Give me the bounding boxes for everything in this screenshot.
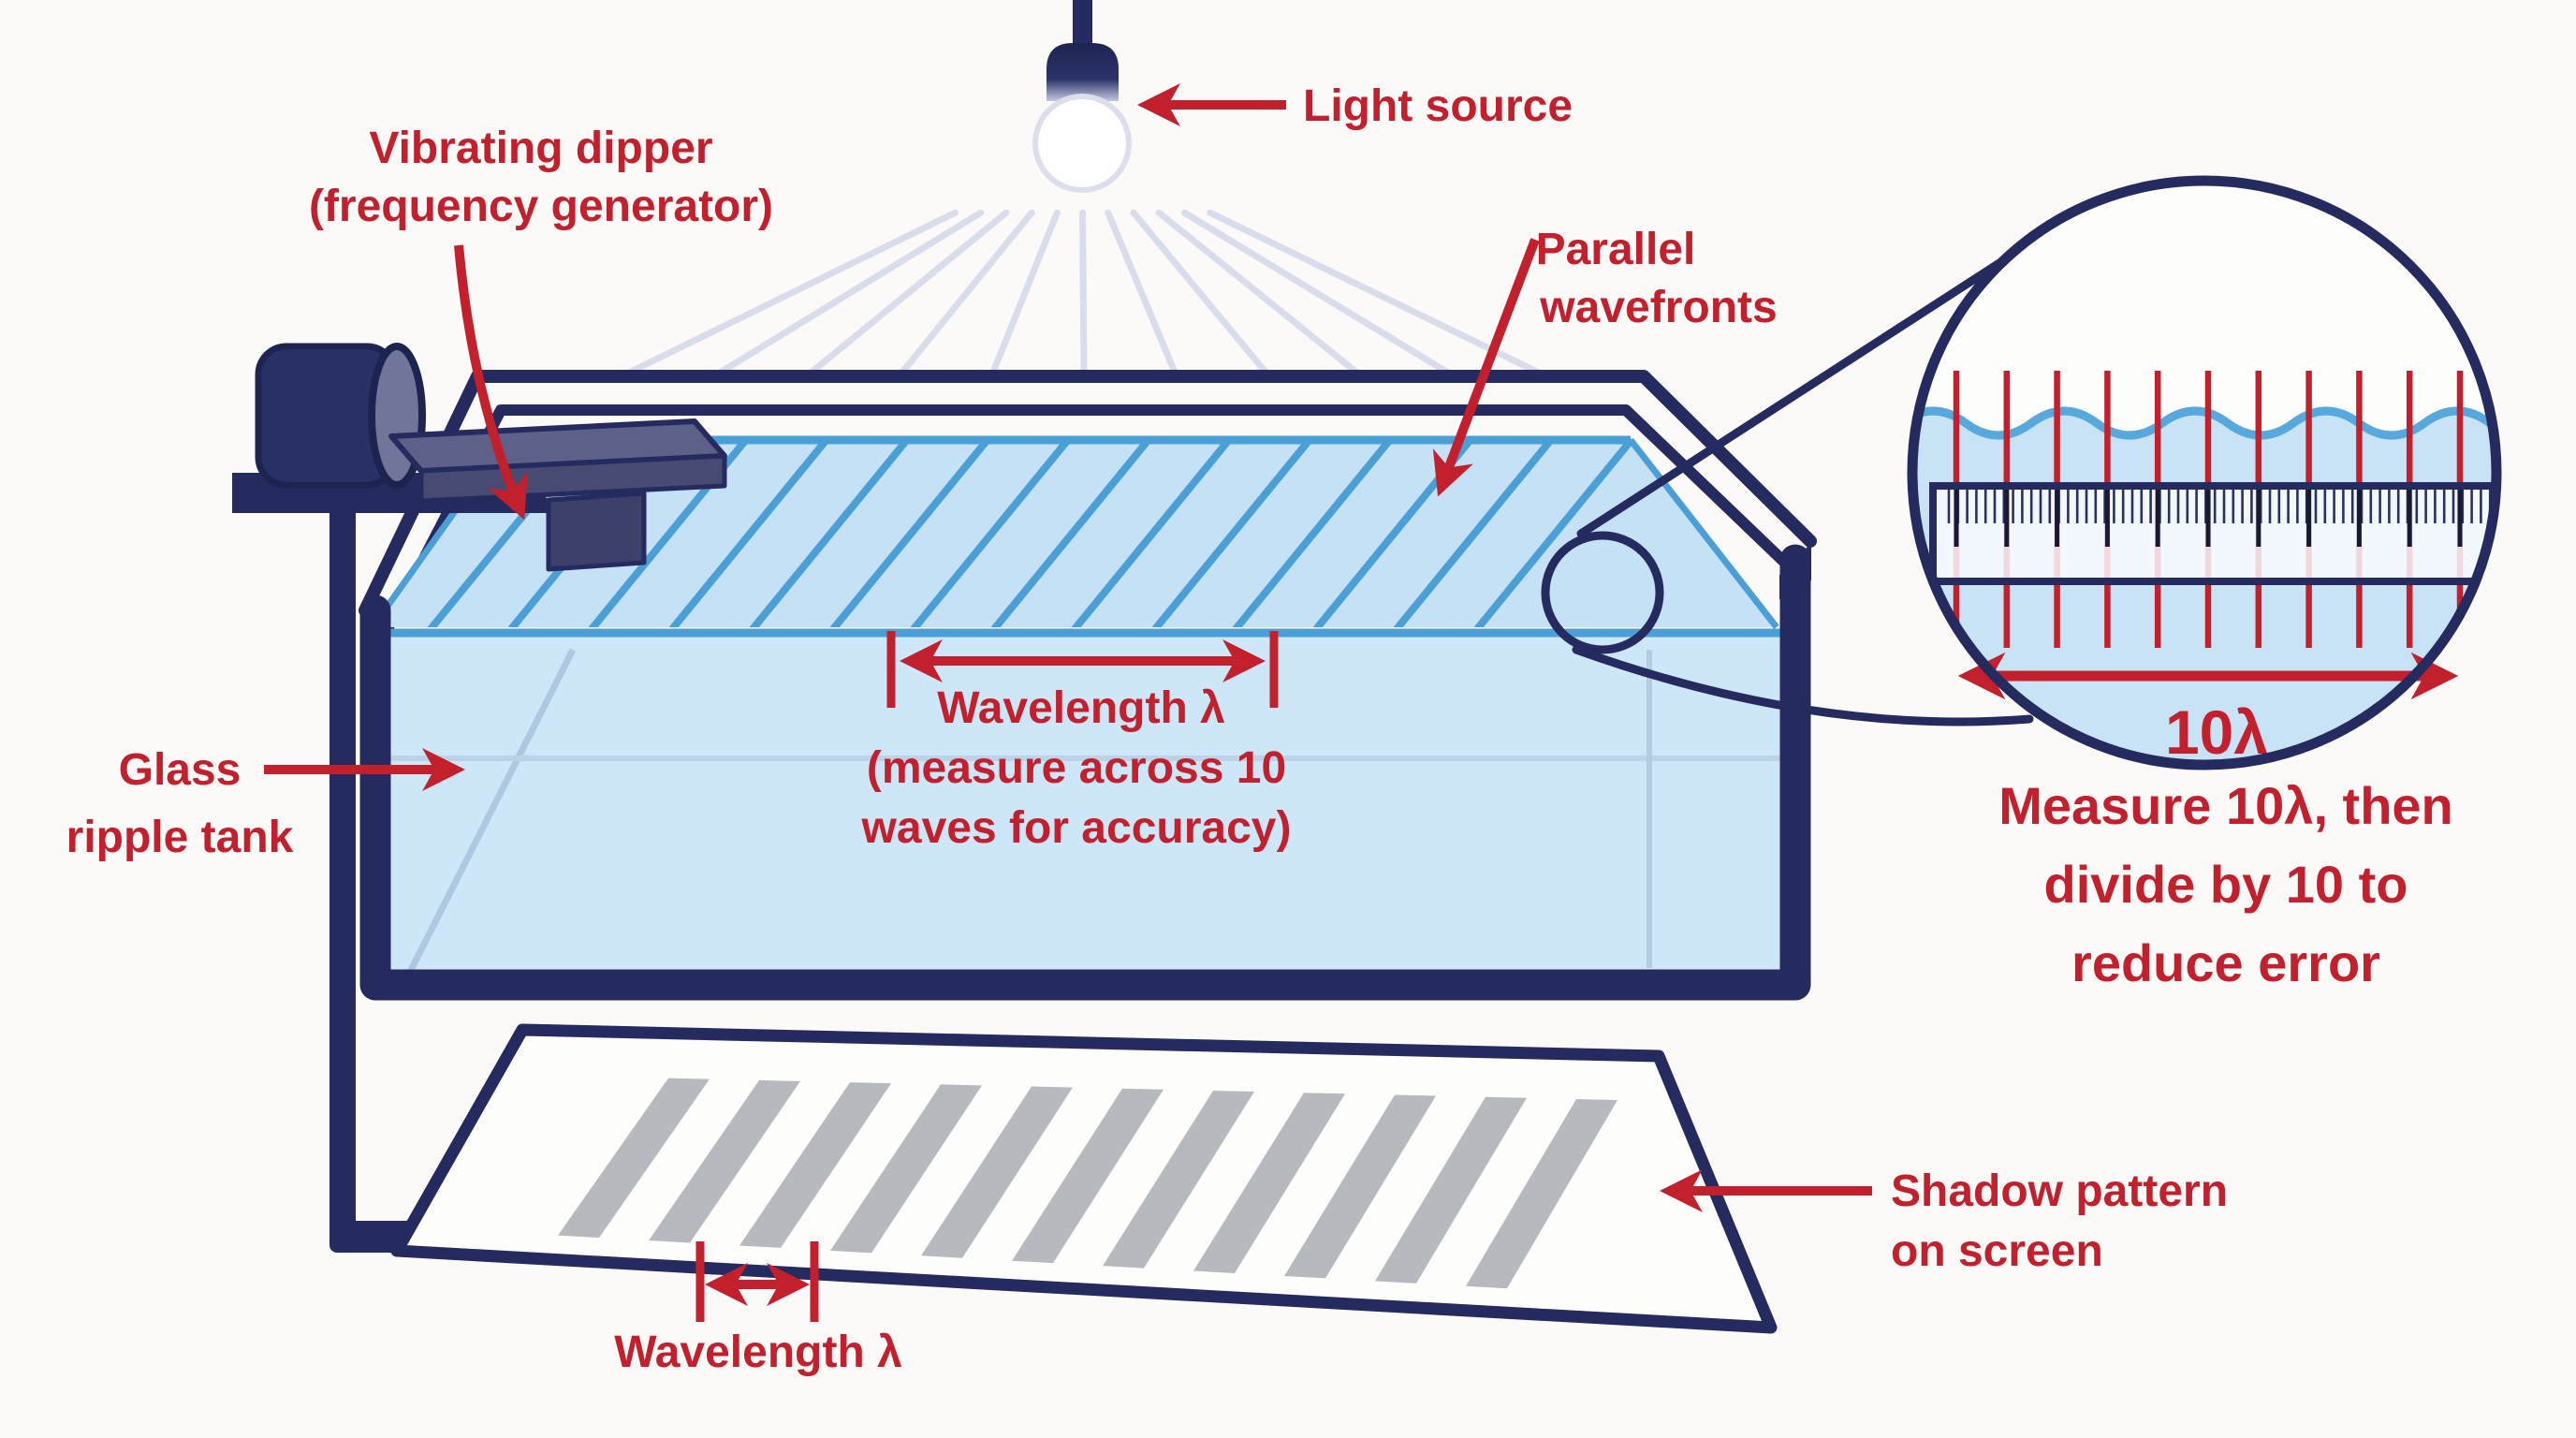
magnifier-link-line-lower: [1572, 645, 2034, 726]
wavefront-line: [1473, 438, 1638, 627]
label-shadow-pattern-1: Shadow pattern: [1891, 1167, 2228, 1216]
ruler-ticks: [1947, 490, 2492, 547]
magnifier-water-surface: [1912, 406, 2496, 440]
magnifier-link-line-upper: [1576, 246, 2023, 538]
label-magnifier-note-3: reduce error: [2071, 933, 2380, 992]
light-ray: [1155, 209, 1361, 376]
wavefront-line: [1232, 438, 1397, 627]
label-arrows: [264, 83, 1872, 1212]
label-glass-ripple-tank-1: Glass: [119, 745, 242, 795]
shadow-stripe: [1466, 1098, 1617, 1289]
wavefront-line: [1071, 438, 1236, 627]
label-light-source: Light source: [1303, 81, 1573, 131]
label-parallel-wavefronts-2: wavefronts: [1539, 283, 1777, 332]
label-shadow-pattern-2: on screen: [1891, 1226, 2103, 1276]
light-ray: [807, 209, 1010, 376]
magnifier-source-circle: [1541, 531, 1664, 654]
label-vibrating-dipper-1: Vibrating dipper: [369, 124, 712, 173]
vibrating-dipper-arrow: [454, 244, 528, 521]
shadow-stripe: [558, 1078, 710, 1239]
magnifier-inset: 10λ: [1907, 175, 2502, 770]
parallel-wavefronts-arrow: [1432, 238, 1540, 497]
shadow-stripe: [649, 1079, 800, 1243]
light-ray: [1079, 209, 1088, 376]
wavefront-line: [1393, 438, 1558, 627]
wavefront-line: [990, 438, 1155, 627]
label-surface-wavelength-3: waves for accuracy): [861, 803, 1292, 853]
wavefront-line: [668, 438, 833, 627]
light-ray: [1207, 209, 1543, 376]
label-surface-wavelength-2: (measure across 10: [867, 743, 1286, 793]
wavefront-line: [749, 438, 914, 627]
tank-rim-inner: [384, 404, 1792, 631]
label-magnifier-note-2: divide by 10 to: [2044, 855, 2408, 914]
shadow-stripe: [1103, 1091, 1254, 1269]
shadow-stripe: [1375, 1096, 1527, 1284]
wavefront-line: [910, 438, 1075, 627]
light-ray: [625, 209, 959, 376]
light-ray: [989, 209, 1061, 376]
light-ray: [1105, 209, 1178, 376]
light-ray: [1180, 209, 1452, 376]
shadow-stripe: [1012, 1088, 1164, 1264]
tank-front-face: [390, 629, 1782, 972]
screen-measurement: [695, 1241, 819, 1322]
lamp-cord: [1073, 0, 1092, 54]
shadow-stripes: [558, 1078, 1617, 1289]
shadow-screen: [390, 1023, 1778, 1334]
label-parallel-wavefronts-1: Parallel: [1536, 225, 1696, 274]
light-ray: [899, 209, 1035, 376]
wavefront-line: [829, 438, 994, 627]
wavefront-line: [1151, 438, 1316, 627]
lamp-socket: [1046, 43, 1119, 101]
label-magnifier-note-1: Measure 10λ, then: [1998, 776, 2453, 835]
stand-leg: [329, 513, 356, 1234]
light-ray: [1130, 209, 1269, 376]
magnifier-ring: [1907, 175, 2502, 770]
label-surface-wavelength-1: Wavelength λ: [937, 683, 1225, 733]
glass-tank-front: [359, 543, 1811, 1001]
wavefront-lines: [427, 438, 1638, 627]
shadow-stripe: [1193, 1093, 1345, 1273]
text-labels: Light source Vibrating dipper (frequency…: [66, 81, 2453, 1377]
label-vibrating-dipper-2: (frequency generator): [309, 182, 773, 231]
label-screen-wavelength: Wavelength λ: [614, 1328, 902, 1377]
shadow-stripe: [739, 1082, 891, 1248]
light-bulb: [1032, 0, 1132, 193]
light-ray: [716, 209, 985, 376]
surface-measurement: [886, 631, 1279, 708]
ten-lambda-label: 10λ: [2165, 697, 2268, 767]
shadow-stripe: [830, 1084, 982, 1254]
label-glass-ripple-tank-2: ripple tank: [66, 813, 294, 862]
shadow-stripe: [921, 1086, 1073, 1258]
bulb-glass: [1032, 94, 1132, 193]
light-rays: [625, 209, 1543, 376]
shadow-stripe: [1284, 1094, 1436, 1279]
dipper-foot: [546, 491, 647, 572]
tank-inner-corner-line: [397, 648, 577, 992]
tank-frame: [359, 544, 1811, 1001]
